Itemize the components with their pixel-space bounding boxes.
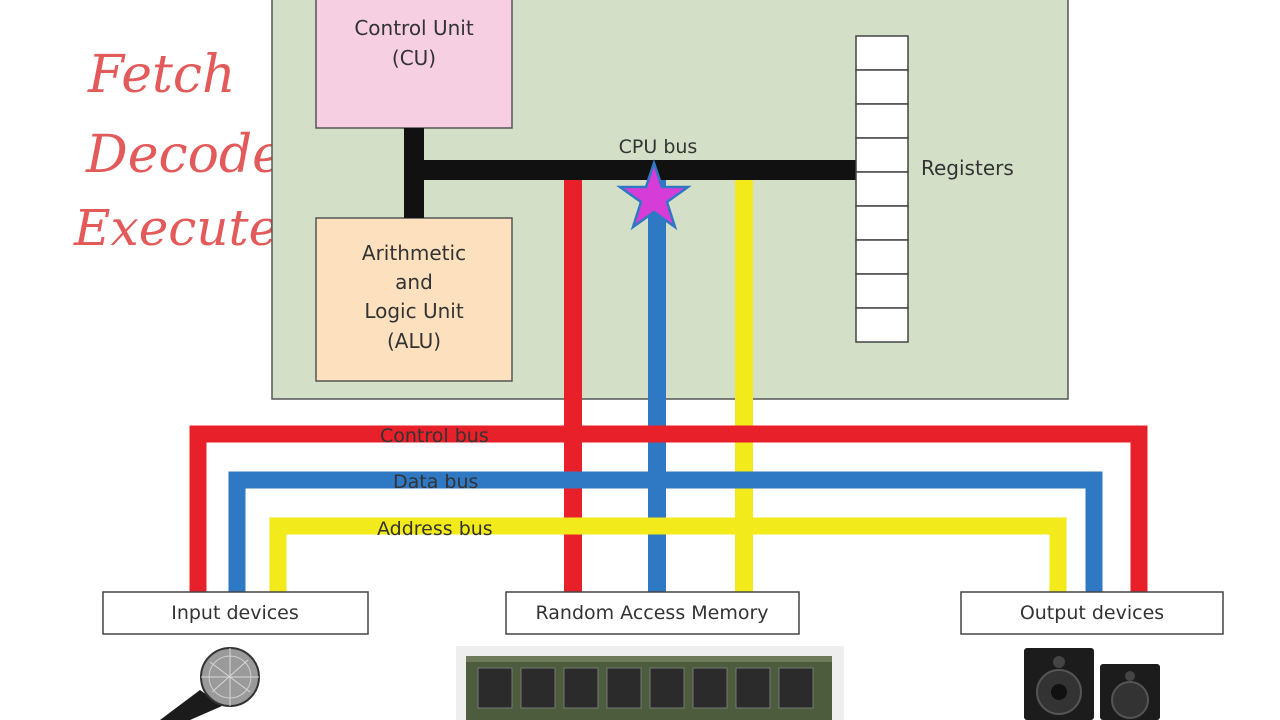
register-cell xyxy=(855,239,909,275)
ram-chip xyxy=(520,667,556,709)
ram-chip xyxy=(477,667,513,709)
ram-chips xyxy=(477,667,814,709)
alu-label-line2: and xyxy=(395,270,433,294)
register-cell xyxy=(855,103,909,139)
ram-box xyxy=(505,591,800,635)
data-bus-to-ram xyxy=(648,180,666,592)
control-bus-label: Control bus xyxy=(380,425,489,447)
alu-label-line4: (ALU) xyxy=(387,329,441,353)
alu-box xyxy=(315,217,513,382)
register-cell xyxy=(855,69,909,105)
registers-stack xyxy=(855,35,909,343)
ram-chip xyxy=(778,667,814,709)
microphone-icon xyxy=(160,647,260,720)
control-bus-to-ram xyxy=(564,180,582,592)
ram-chip xyxy=(692,667,728,709)
address-bus-label: Address bus xyxy=(377,518,493,540)
handwritten-notes: Fetch Decode Execute xyxy=(73,45,283,257)
address-bus xyxy=(269,517,1067,592)
register-cell xyxy=(855,35,909,71)
ram-label: Random Access Memory xyxy=(535,602,768,624)
alu-label-line1: Arithmetic xyxy=(362,241,466,265)
control-unit-label: Control Unit xyxy=(354,16,474,40)
alu-label-line3: Logic Unit xyxy=(364,299,464,323)
register-cell xyxy=(855,171,909,207)
input-devices-box xyxy=(102,591,369,635)
star-icon xyxy=(616,159,692,231)
note-decode: Decode xyxy=(85,125,283,185)
control-unit-box xyxy=(315,0,513,129)
control-bus xyxy=(189,425,1148,592)
output-devices-label: Output devices xyxy=(1020,602,1164,624)
address-bus-to-ram xyxy=(735,180,753,592)
ram-chip xyxy=(563,667,599,709)
input-devices-label: Input devices xyxy=(171,602,299,624)
register-cell xyxy=(855,205,909,241)
cpu-bus xyxy=(404,160,856,180)
register-cell xyxy=(855,273,909,309)
ram-chip xyxy=(649,667,685,709)
data-bus xyxy=(228,471,1103,592)
ram-chip xyxy=(735,667,771,709)
register-cell xyxy=(855,137,909,173)
control-unit-abbrev: (CU) xyxy=(392,46,436,70)
note-execute: Execute xyxy=(73,199,278,257)
output-devices-box xyxy=(960,591,1224,635)
cpu-bus-label: CPU bus xyxy=(619,136,698,158)
data-bus-label: Data bus xyxy=(393,471,478,493)
note-fetch: Fetch xyxy=(87,45,236,105)
ram-chip xyxy=(606,667,642,709)
register-cell xyxy=(855,307,909,343)
registers-label: Registers xyxy=(921,156,1014,180)
ram-module-icon xyxy=(456,646,844,720)
speakers-icon xyxy=(1024,648,1160,720)
